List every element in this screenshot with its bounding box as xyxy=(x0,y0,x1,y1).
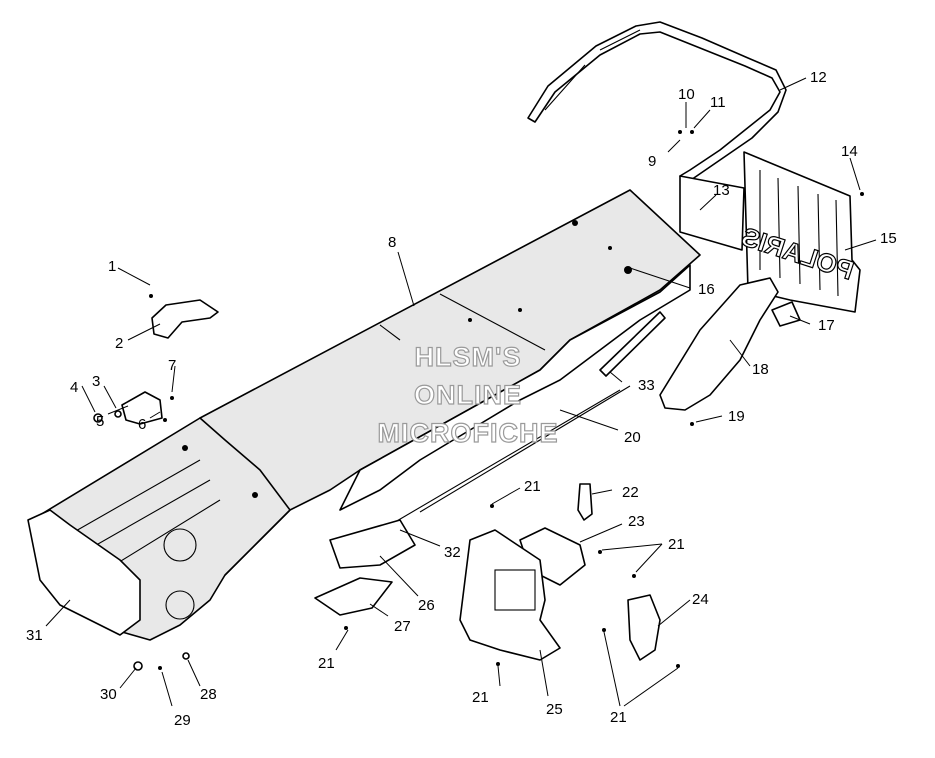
callout-label: 20 xyxy=(624,429,641,446)
part-13-rear-panel xyxy=(679,175,745,251)
watermark: HLSM'S ONLINE MICROFICHE xyxy=(377,341,559,448)
callout-label: 21 xyxy=(610,709,627,726)
part-32-rail xyxy=(389,389,621,526)
callout-label: 1 xyxy=(108,258,116,275)
tunnel-side-wall xyxy=(339,264,691,511)
callout-label: 31 xyxy=(26,627,43,644)
callout-label: 7 xyxy=(168,357,176,374)
callout-label: 4 xyxy=(70,379,78,396)
callout-label: 6 xyxy=(138,416,146,433)
callout-label: 26 xyxy=(418,597,435,614)
callout-label: 3 xyxy=(92,373,100,390)
part-22-strap xyxy=(577,483,593,521)
hardware-fasteners xyxy=(93,130,864,671)
skid-plate-cutout xyxy=(494,569,536,611)
callout-label: 24 xyxy=(692,591,709,608)
callout-label: 29 xyxy=(174,712,191,729)
callout-labels: 1 2 3 4 5 6 7 8 9 10 11 12 13 14 15 16 1… xyxy=(26,69,897,729)
watermark-line-2: ONLINE xyxy=(414,380,522,410)
leader-lines xyxy=(45,77,877,707)
callout-label: 32 xyxy=(444,544,461,561)
watermark-line-3: MICROFICHE xyxy=(378,418,559,448)
part-31-front-bumper xyxy=(27,509,141,636)
part-17-tag xyxy=(771,301,801,327)
callout-label: 21 xyxy=(318,655,335,672)
callout-label: 9 xyxy=(648,153,656,170)
callout-label: 13 xyxy=(713,182,730,199)
part-20-rail xyxy=(419,385,631,513)
part-15-snow-flap: POLARIS xyxy=(738,151,861,313)
callout-label: 12 xyxy=(810,69,827,86)
callout-label: 11 xyxy=(710,94,726,111)
part-24-panel xyxy=(627,594,661,661)
callout-label: 25 xyxy=(546,701,563,718)
callout-label: 17 xyxy=(818,317,835,334)
callout-label: 30 xyxy=(100,686,117,703)
callout-label: 10 xyxy=(678,86,695,103)
callout-label: 21 xyxy=(472,689,489,706)
callout-label: 27 xyxy=(394,618,411,635)
callout-label: 21 xyxy=(524,478,541,495)
callout-label: 8 xyxy=(388,234,396,251)
callout-label: 33 xyxy=(638,377,655,394)
part-5-bracket xyxy=(121,391,163,425)
callout-label: 22 xyxy=(622,484,639,501)
callout-label: 28 xyxy=(200,686,217,703)
callout-label: 14 xyxy=(841,143,858,160)
callout-label: 16 xyxy=(698,281,715,298)
callout-label: 19 xyxy=(728,408,745,425)
callout-label: 23 xyxy=(628,513,645,530)
callout-label: 15 xyxy=(880,230,897,247)
part-2-bracket xyxy=(151,299,219,339)
watermark-line-1: HLSM'S xyxy=(415,342,522,372)
part-33-strip xyxy=(599,311,666,377)
part-25-skid-plate xyxy=(459,529,561,661)
part-27-plate xyxy=(314,577,393,616)
callout-label: 21 xyxy=(668,536,685,553)
part-18-footrest xyxy=(659,277,779,411)
callout-label: 18 xyxy=(752,361,769,378)
part-26-bracket xyxy=(329,519,416,569)
callout-label: 5 xyxy=(96,413,104,430)
callout-label: 2 xyxy=(115,335,123,352)
